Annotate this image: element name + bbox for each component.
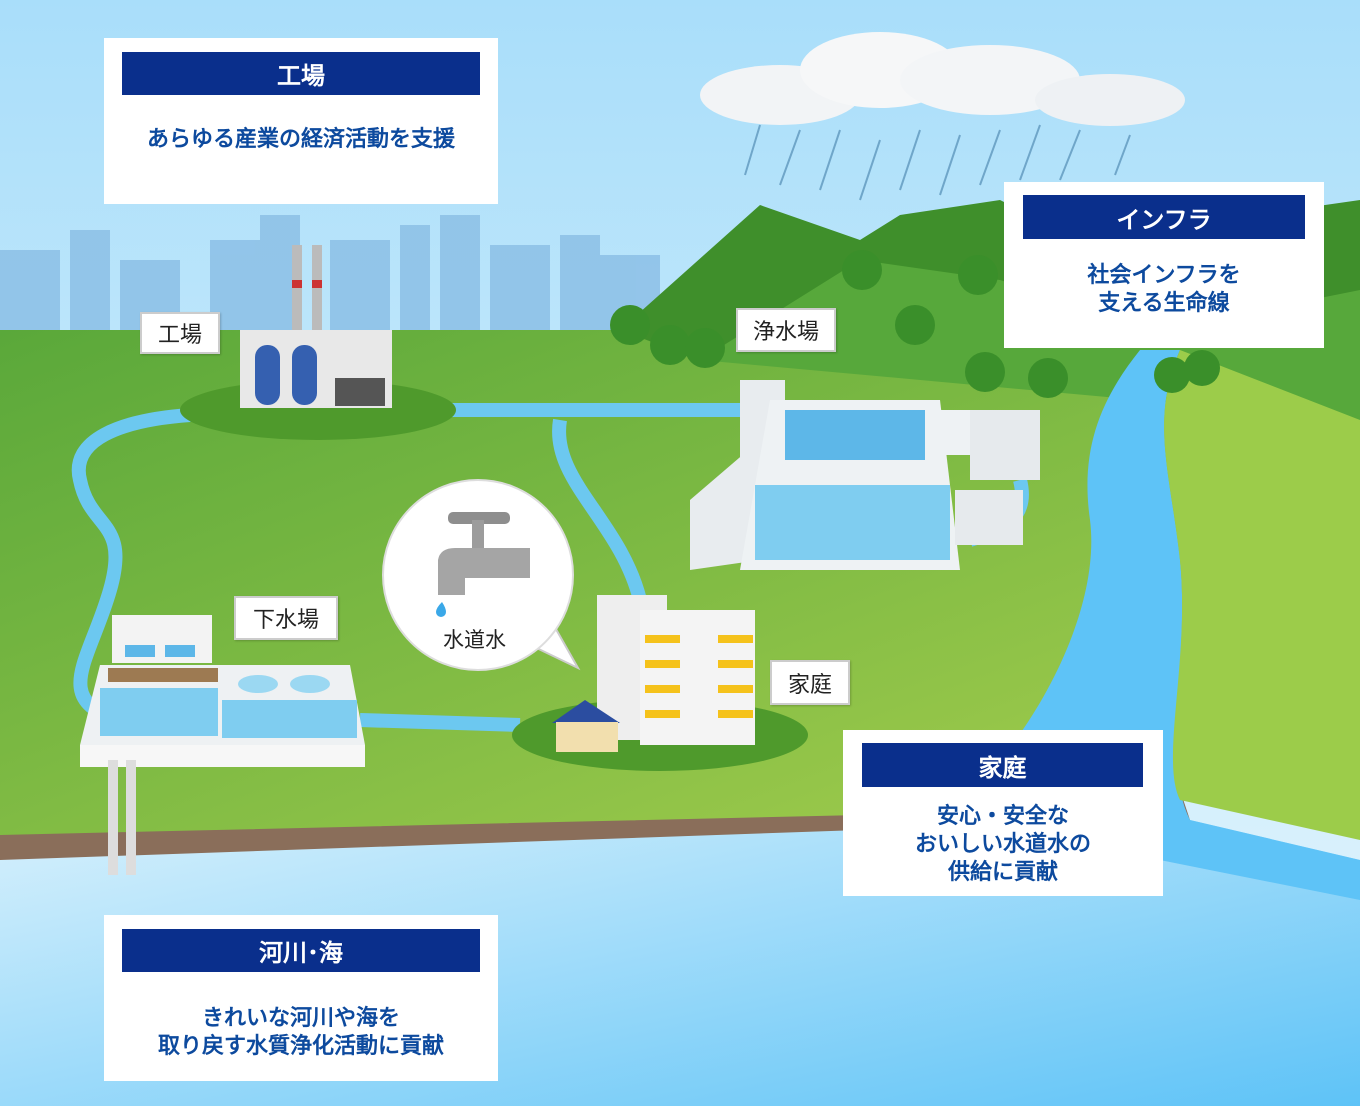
info-box-title: 工場 [122, 52, 480, 95]
right-bank [1164, 350, 1360, 840]
info-box-home: 家庭 安心・安全な おいしい水道水の 供給に貢献 [843, 730, 1163, 896]
body-line: 社会インフラを [1087, 263, 1241, 288]
body-line: 取り戻す水質浄化活動に貢献 [157, 1034, 444, 1059]
label-purification-plant: 浄水場 [736, 308, 836, 352]
info-box-body: 社会インフラを 支える生命線 [1004, 262, 1324, 318]
shore [0, 790, 1190, 862]
canals [71, 403, 1029, 732]
label-sewage-plant: 下水場 [234, 596, 338, 640]
sewage-plant [80, 615, 365, 875]
trees [610, 250, 1220, 398]
body-line: 安心・安全な [936, 804, 1069, 829]
tap-water-bubble [382, 479, 581, 671]
home-buildings [512, 595, 808, 771]
factory-building [180, 245, 456, 440]
info-box-title: インフラ [1023, 195, 1305, 239]
body-line: 支える生命線 [1098, 291, 1230, 316]
info-box-body: 安心・安全な おいしい水道水の 供給に貢献 [843, 803, 1163, 887]
label-home: 家庭 [770, 660, 850, 705]
body-line: きれいな河川や海を [201, 1006, 400, 1031]
label-tap-water: 水道水 [443, 628, 506, 652]
info-box-river-sea: 河川･海 きれいな河川や海を 取り戻す水質浄化活動に貢献 [104, 915, 498, 1081]
info-box-title: 河川･海 [122, 929, 480, 972]
info-box-body: きれいな河川や海を 取り戻す水質浄化活動に貢献 [104, 1005, 498, 1061]
info-box-title: 家庭 [862, 743, 1143, 787]
rain-cloud [700, 32, 1185, 201]
body-line: おいしい水道水の [914, 832, 1091, 857]
body-line: 供給に貢献 [947, 860, 1058, 885]
faucet-icon [436, 512, 530, 617]
purification-plant [690, 380, 1040, 570]
info-box-factory: 工場 あらゆる産業の経済活動を支援 [104, 38, 498, 204]
info-box-body: あらゆる産業の経済活動を支援 [146, 127, 455, 152]
label-factory: 工場 [140, 312, 220, 354]
info-box-infra: インフラ 社会インフラを 支える生命線 [1004, 182, 1324, 348]
